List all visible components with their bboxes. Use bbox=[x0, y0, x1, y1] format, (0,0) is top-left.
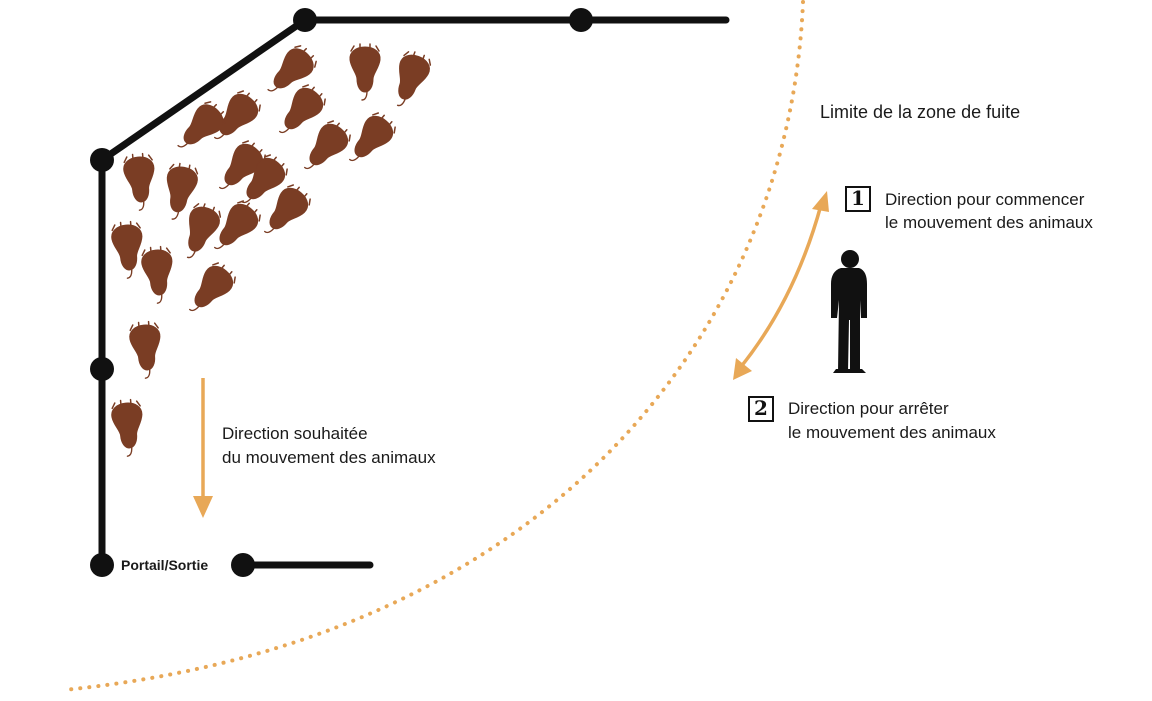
animal-icon bbox=[385, 47, 435, 113]
fence-post bbox=[90, 553, 114, 577]
gate-label: Portail/Sortie bbox=[121, 557, 209, 573]
desired-direction-label-line2: du mouvement des animaux bbox=[222, 448, 436, 467]
animal-icon bbox=[109, 220, 147, 280]
animal-icon bbox=[127, 320, 165, 380]
animal-icon bbox=[349, 43, 381, 101]
animal-icon bbox=[175, 199, 225, 265]
handler-person-icon bbox=[831, 250, 867, 373]
fence-post bbox=[569, 8, 593, 32]
fence-post bbox=[231, 553, 255, 577]
animal-icon bbox=[121, 152, 159, 212]
step-2-badge: 2 bbox=[748, 396, 774, 422]
fence-posts bbox=[90, 8, 593, 577]
start-direction-label-line1: Direction pour commencer bbox=[885, 190, 1085, 209]
animal-icon bbox=[109, 398, 147, 458]
stop-direction-label-line2: le mouvement des animaux bbox=[788, 423, 996, 442]
handler-direction-arrow bbox=[733, 191, 829, 380]
fence bbox=[98, 16, 730, 569]
animal-icon bbox=[179, 258, 241, 322]
start-direction-label-line2: le mouvement des animaux bbox=[885, 213, 1093, 232]
flight-zone-label: Limite de la zone de fuite bbox=[820, 102, 1021, 122]
desired-direction-label-line1: Direction souhaitée bbox=[222, 424, 368, 443]
animal-icon bbox=[294, 116, 356, 180]
fence-post bbox=[90, 148, 114, 172]
step-1-badge: 1 bbox=[845, 186, 871, 212]
fence-post bbox=[293, 8, 317, 32]
fence-post bbox=[90, 357, 114, 381]
animal-herd bbox=[109, 40, 435, 458]
stop-direction-label-line1: Direction pour arrêter bbox=[788, 399, 949, 418]
desired-direction-arrow bbox=[193, 378, 213, 518]
flight-zone-boundary bbox=[62, 0, 805, 692]
animal-icon bbox=[139, 245, 177, 305]
